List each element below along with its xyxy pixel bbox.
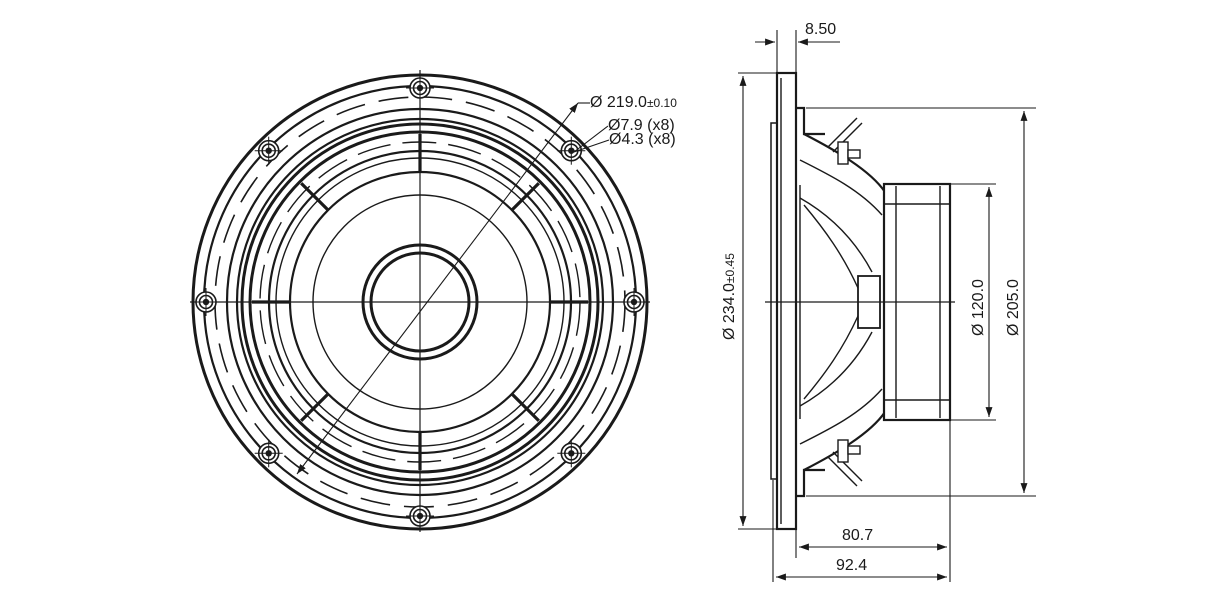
gasket-profile xyxy=(770,122,778,480)
small-hole-label: Ø4.3 (x8) xyxy=(609,131,676,148)
cone-upper-profile xyxy=(799,197,873,273)
basket-upper-inner xyxy=(799,159,883,216)
total-depth-label: 92.4 xyxy=(836,557,867,574)
mounting-hole-8 xyxy=(254,136,283,165)
mounting-hole-7 xyxy=(192,288,220,316)
large-hole-label: Ø7.9 (x8) xyxy=(608,117,675,134)
lower-terminal xyxy=(827,439,863,487)
magnet-diameter-label: Ø 120.0 xyxy=(970,279,987,336)
cone-lower-inner xyxy=(803,315,859,400)
mounting-hole-6 xyxy=(254,439,283,468)
front-view: Ø 219.0±0.10 Ø7.9 (x8) Ø4.3 (x8) xyxy=(190,70,677,532)
mounting-hole-5 xyxy=(406,502,434,530)
hole-leader-large xyxy=(573,125,609,153)
hole-leader-small xyxy=(573,139,610,153)
diameter-dimension-line xyxy=(296,102,579,475)
side-view: 8.50 Ø 234.0±0.45 Ø 120.0 Ø 205.0 80.7 9… xyxy=(721,21,1036,582)
front-flange xyxy=(775,71,798,531)
basket-top-rim xyxy=(796,106,825,136)
frame-diameter-label: Ø 205.0 xyxy=(1005,279,1022,336)
basket-lower-curve xyxy=(803,411,886,471)
mounting-hole-1 xyxy=(406,74,434,102)
basket-upper-curve xyxy=(803,133,886,193)
overall-diameter-label: Ø 234.0±0.45 xyxy=(721,253,738,340)
flange-thickness-label: 8.50 xyxy=(805,21,836,38)
cone-upper-inner xyxy=(803,204,859,289)
mounting-hole-3 xyxy=(620,288,648,316)
cone-lower-profile xyxy=(799,331,873,407)
upper-terminal xyxy=(827,117,863,165)
basket-bottom-rim xyxy=(796,468,825,498)
outer-diameter-label: Ø 219.0±0.10 xyxy=(590,94,677,111)
inner-depth-label: 80.7 xyxy=(842,527,873,544)
basket-lower-inner xyxy=(799,388,883,445)
